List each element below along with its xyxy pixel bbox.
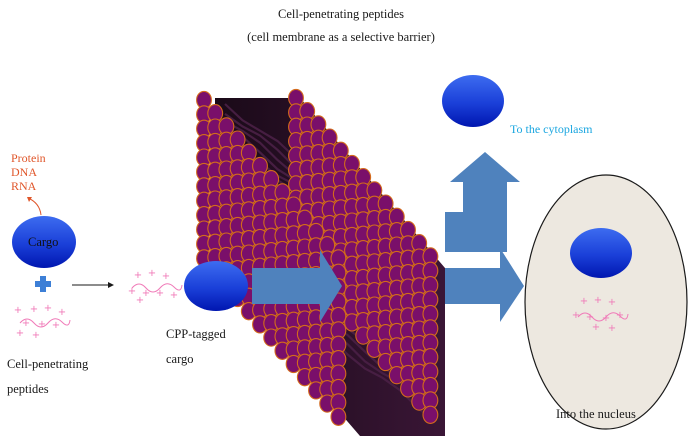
peptide-squiggle-tagged	[131, 283, 183, 293]
cargo-type-rna: RNA	[11, 179, 37, 193]
charge-plus: +	[44, 303, 52, 314]
charge-plus: +	[14, 305, 22, 316]
membrane-bead-front	[330, 407, 347, 426]
membrane-bead-back	[422, 405, 439, 424]
cytoplasm-label: To the cytoplasm	[510, 122, 593, 136]
plus-icon-horizontal	[35, 281, 51, 287]
charge-plus: +	[142, 288, 150, 299]
cargo-label: Cargo	[28, 235, 59, 249]
charge-plus: +	[572, 310, 580, 321]
peptide-squiggle-left	[19, 318, 71, 328]
cargo-ellipse	[12, 216, 76, 268]
charge-plus: +	[608, 323, 616, 334]
charge-plus: +	[586, 312, 594, 323]
charge-plus: +	[602, 313, 610, 324]
charge-plus: +	[58, 307, 66, 318]
charge-plus: +	[592, 322, 600, 333]
charge-plus: +	[162, 271, 170, 282]
nucleus-cargo	[570, 228, 632, 278]
charge-plus: +	[616, 310, 624, 321]
membrane-crossing-arrow	[252, 250, 342, 322]
charge-plus: +	[148, 268, 156, 279]
diagram-title: Cell-penetrating peptides	[277, 7, 404, 21]
cpp-label-line2: peptides	[7, 382, 49, 396]
charge-plus: +	[32, 330, 40, 341]
cell-ellipse	[524, 174, 688, 430]
tagged-label-line1: CPP-tagged	[166, 327, 226, 341]
diagram-subtitle: (cell membrane as a selective barrier)	[247, 30, 435, 44]
cargo-type-dna: DNA	[11, 165, 37, 179]
tagged-cargo	[184, 261, 248, 311]
charge-plus: +	[16, 328, 24, 339]
peptide-squiggle-nucleus	[577, 312, 629, 322]
curved-arrow	[27, 197, 42, 216]
charge-plus: +	[580, 296, 588, 307]
charge-plus: +	[608, 297, 616, 308]
charge-plus: +	[30, 304, 38, 315]
curved-arrow-head	[27, 197, 32, 202]
charge-plus: +	[128, 286, 136, 297]
tagged-label-line2: cargo	[166, 352, 194, 366]
charge-plus: +	[38, 319, 46, 330]
nucleus-arrow	[445, 248, 524, 322]
peptide-charges: ++++++++++++++++++++++++++	[14, 268, 624, 341]
charge-plus: +	[170, 290, 178, 301]
charge-plus: +	[22, 318, 30, 329]
cargo-type-protein: Protein	[11, 151, 46, 165]
cpp-label-line1: Cell-penetrating	[7, 357, 89, 371]
charge-plus: +	[52, 320, 60, 331]
charge-plus: +	[594, 295, 602, 306]
cytoplasm-arrow	[445, 152, 520, 252]
charge-plus: +	[134, 270, 142, 281]
charge-plus: +	[136, 295, 144, 306]
arrow-icon	[108, 282, 114, 288]
cytoplasm-cargo	[442, 75, 504, 127]
charge-plus: +	[156, 288, 164, 299]
nucleus-label: Into the nucleus	[556, 407, 636, 421]
